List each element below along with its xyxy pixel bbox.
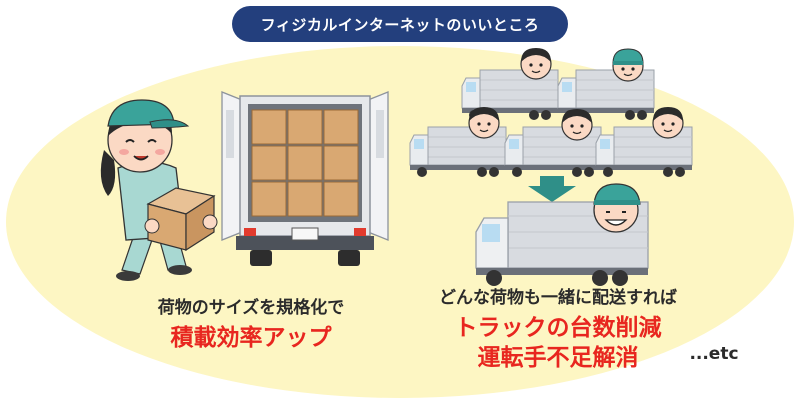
etc-label: ...etc [689,344,739,364]
title-pill: フィジカルインターネットのいいところ [232,6,568,42]
left-caption-highlight: 積載効率アップ [170,325,332,351]
right-caption-line1: どんな荷物も一緒に配送すれば [439,288,677,308]
right-caption-highlight2: 運転手不足解消 [477,345,639,371]
big-truck-illustration [475,183,649,286]
small-truck-2 [557,48,655,121]
left-caption-line1: 荷物のサイズを規格化で [157,298,345,318]
right-caption-highlight1: トラックの台数削減 [454,315,662,341]
arrow-down-icon [528,176,576,202]
worker-illustration [100,99,218,281]
truck-rear-illustration [221,91,389,266]
